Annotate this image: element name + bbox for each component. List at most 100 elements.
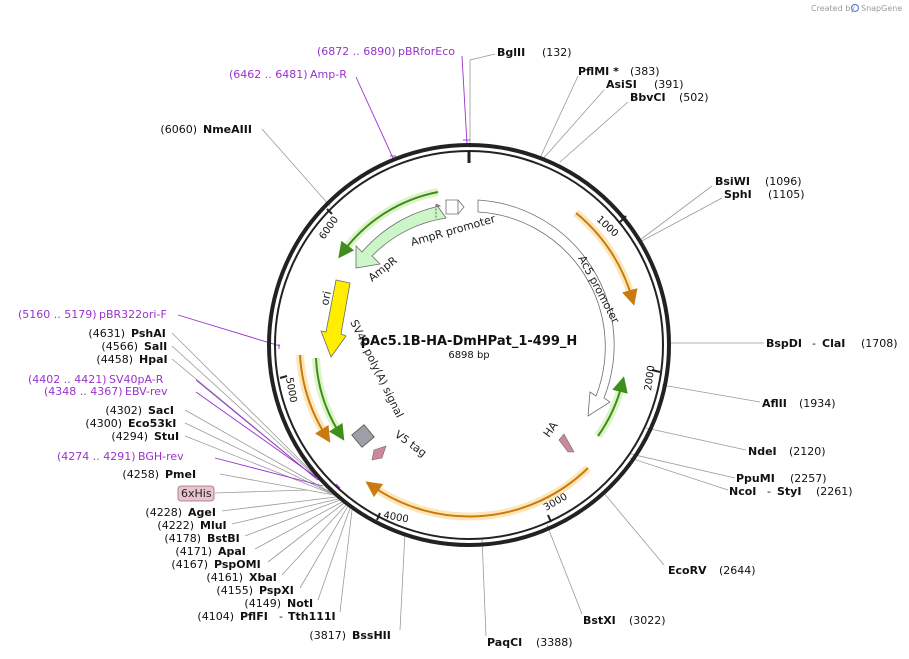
- feature-label-v5: V5 tag: [392, 428, 429, 460]
- svg-text:PmeI: PmeI: [165, 468, 196, 481]
- tick-marks: [279, 208, 661, 523]
- enzyme-pflmi[interactable]: PflMI * (383): [578, 65, 660, 78]
- svg-text:SacI: SacI: [148, 404, 174, 417]
- svg-text:(3388): (3388): [536, 636, 573, 649]
- enzyme-bbvci[interactable]: BbvCI (502): [630, 91, 709, 104]
- svg-text:PflFI: PflFI: [240, 610, 268, 623]
- enzyme-hpai[interactable]: (4458) HpaI: [96, 353, 167, 366]
- svg-text:SV40pA-R: SV40pA-R: [109, 373, 164, 386]
- feature-gray-box: [351, 424, 375, 448]
- svg-text:NotI: NotI: [287, 597, 313, 610]
- svg-text:BbvCI: BbvCI: [630, 91, 666, 104]
- tick-label-2000: 2000: [643, 365, 657, 392]
- enzyme-bstbi[interactable]: (4178) BstBI: [164, 532, 239, 545]
- enzyme-sphi[interactable]: SphI (1105): [724, 188, 805, 201]
- svg-text:StuI: StuI: [154, 430, 179, 443]
- svg-text:PspOMI: PspOMI: [214, 558, 261, 571]
- snapgene-credit: Created by SnapGene: [811, 3, 902, 13]
- svg-text:EBV-rev: EBV-rev: [125, 385, 168, 398]
- svg-text:(2644): (2644): [719, 564, 756, 577]
- svg-text:(391): (391): [654, 78, 684, 91]
- primer-sv40pa-r[interactable]: (4402 .. 4421) SV40pA-R: [28, 373, 164, 386]
- enzyme-pshai[interactable]: (4631) PshAI: [88, 327, 165, 340]
- enzyme-aflii[interactable]: AflII (1934): [762, 397, 836, 410]
- svg-text:Eco53kI: Eco53kI: [128, 417, 176, 430]
- enzyme-nmeaiii[interactable]: (6060) NmeAIII: [160, 123, 252, 136]
- enzyme-sali[interactable]: (4566) SalI: [101, 340, 167, 353]
- svg-text:(4302): (4302): [105, 404, 142, 417]
- svg-text:(4274 .. 4291): (4274 .. 4291): [57, 450, 136, 463]
- svg-text:EcoRV: EcoRV: [668, 564, 707, 577]
- svg-text:(4300): (4300): [85, 417, 122, 430]
- enzyme-bstxi[interactable]: BstXI (3022): [583, 614, 666, 627]
- svg-text:(4258): (4258): [122, 468, 159, 481]
- enzyme-apai[interactable]: (4171) ApaI: [175, 545, 245, 558]
- enzyme-agei[interactable]: (4228) AgeI: [145, 506, 216, 519]
- enzyme-xbai[interactable]: (4161) XbaI: [206, 571, 276, 584]
- svg-text:ApaI: ApaI: [218, 545, 246, 558]
- svg-text:SphI: SphI: [724, 188, 752, 201]
- enzyme-pspomi[interactable]: (4167) PspOMI: [171, 558, 260, 571]
- primer-amp-r[interactable]: (6462 .. 6481) Amp-R: [229, 68, 347, 81]
- svg-text:pBR322ori-F: pBR322ori-F: [99, 308, 167, 321]
- svg-text:(4104): (4104): [197, 610, 234, 623]
- enzyme-mlui[interactable]: (4222) MluI: [157, 519, 226, 532]
- feature-label-ha: HA: [541, 419, 561, 440]
- enzyme-saci[interactable]: (4302) SacI: [105, 404, 174, 417]
- svg-text:-: -: [812, 337, 816, 350]
- svg-text:(4458): (4458): [96, 353, 133, 366]
- svg-text:(383): (383): [630, 65, 660, 78]
- svg-text:(4222): (4222): [157, 519, 194, 532]
- svg-text:ClaI: ClaI: [822, 337, 845, 350]
- enzyme-ncoi-styi[interactable]: NcoI - StyI (2261): [729, 485, 853, 498]
- enzyme-bsiwi[interactable]: BsiWI (1096): [715, 175, 802, 188]
- enzyme-eco53ki[interactable]: (4300) Eco53kI: [85, 417, 176, 430]
- enzyme-asisi[interactable]: AsiSI (391): [606, 78, 684, 91]
- svg-text:PpuMI: PpuMI: [736, 472, 775, 485]
- svg-text:Amp-R: Amp-R: [310, 68, 347, 81]
- feature-ori-arrow: [320, 279, 351, 358]
- feature-ac5-promoter-arrow: [477, 199, 615, 417]
- svg-text:(5160 .. 5179): (5160 .. 5179): [18, 308, 97, 321]
- enzyme-pmei[interactable]: (4258) PmeI: [122, 468, 196, 481]
- svg-text:XbaI: XbaI: [249, 571, 277, 584]
- primer-pbrforeco[interactable]: (6872 .. 6890) pBRforEco: [317, 45, 455, 58]
- enzyme-stui[interactable]: (4294) StuI: [111, 430, 179, 443]
- plasmid-name: pAc5.1B-HA-DmHPat_1-499_H: [361, 334, 578, 349]
- svg-text:(1105): (1105): [768, 188, 805, 201]
- svg-text:(4631): (4631): [88, 327, 125, 340]
- enzyme-ecorv[interactable]: EcoRV (2644): [668, 564, 756, 577]
- svg-text:AgeI: AgeI: [188, 506, 216, 519]
- svg-text:(4167): (4167): [171, 558, 208, 571]
- svg-text:PflMI *: PflMI *: [578, 65, 619, 78]
- svg-text:(4149): (4149): [244, 597, 281, 610]
- svg-text:BstBI: BstBI: [207, 532, 240, 545]
- enzyme-bglii[interactable]: BglII (132): [497, 46, 572, 59]
- enzyme-noti[interactable]: (4149) NotI: [244, 597, 313, 610]
- primer-ebv-rev[interactable]: (4348 .. 4367) EBV-rev: [44, 385, 168, 398]
- svg-text:(3022): (3022): [629, 614, 666, 627]
- enzyme-paqci[interactable]: PaqCI (3388): [487, 636, 573, 649]
- svg-text:(6872 .. 6890): (6872 .. 6890): [317, 45, 396, 58]
- svg-text:Created by: Created by: [811, 4, 855, 13]
- svg-text:(4566): (4566): [101, 340, 138, 353]
- svg-text:BsiWI: BsiWI: [715, 175, 750, 188]
- svg-text:StyI: StyI: [777, 485, 801, 498]
- primer-pbr322ori-f[interactable]: (5160 .. 5179) pBR322ori-F: [18, 308, 167, 321]
- primer-bgh-rev[interactable]: (4274 .. 4291) BGH-rev: [57, 450, 184, 463]
- svg-text:BssHII: BssHII: [352, 629, 391, 642]
- enzyme-bsshii[interactable]: (3817) BssHII: [309, 629, 390, 642]
- svg-text:PaqCI: PaqCI: [487, 636, 522, 649]
- feature-label-ori: ori: [318, 290, 334, 307]
- enzyme-ppumi[interactable]: PpuMI (2257): [736, 472, 827, 485]
- enzyme-pflfi-tth111i[interactable]: (4104) PflFI - Tth111I: [197, 610, 335, 623]
- primer-leader-lines: [177, 55, 470, 489]
- enzyme-ndei[interactable]: NdeI (2120): [748, 445, 826, 458]
- svg-text:NmeAIII: NmeAIII: [203, 123, 252, 136]
- enzyme-pspxi[interactable]: (4155) PspXI: [216, 584, 293, 597]
- feature-ampr-arrow: [355, 203, 447, 269]
- enzyme-bspdi-clai[interactable]: BspDI - ClaI (1708): [766, 337, 898, 350]
- feature-ha-tag: [558, 433, 575, 453]
- svg-text:NdeI: NdeI: [748, 445, 777, 458]
- svg-text:6xHis: 6xHis: [181, 487, 212, 500]
